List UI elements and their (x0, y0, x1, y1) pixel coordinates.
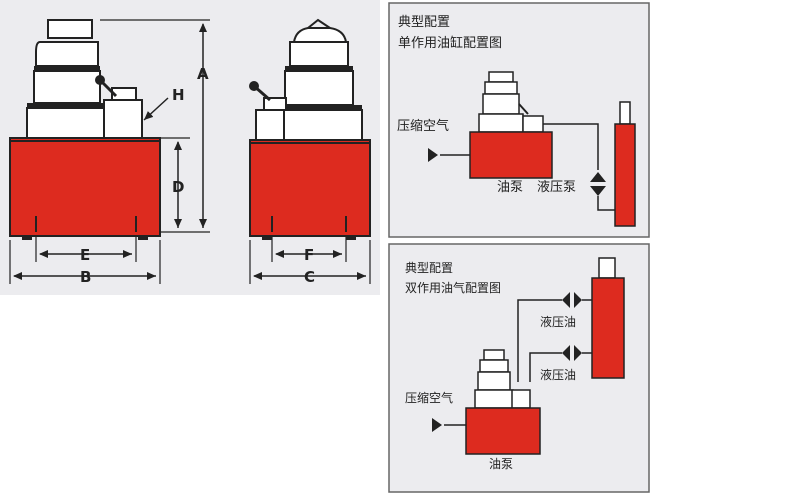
side-lower-band (282, 105, 362, 110)
single-acting-pump (469, 71, 553, 179)
double-oil-pump-label: 油泵 (489, 457, 513, 471)
double-coupler-upper-right-icon (574, 292, 582, 308)
dimension-a: A (100, 19, 210, 233)
side-air-motor (289, 41, 349, 67)
double-cylinder-body (591, 277, 625, 379)
dimension-h-leader (143, 97, 169, 121)
dimension-b: B (9, 240, 161, 286)
double-acting-title-2: 双作用油气配置图 (405, 280, 501, 295)
dimension-h: H (143, 86, 185, 121)
dimension-h-label: H (172, 86, 185, 104)
double-coupler-lower-left-icon (562, 345, 570, 361)
double-cylinder-rod (598, 257, 616, 279)
front-middle-body (33, 70, 101, 104)
front-valve-block (103, 99, 143, 139)
single-pump-lower (478, 113, 524, 133)
double-acting-panel: 典型配置 双作用油气配置图 液压油 液压油 压缩空气 油泵 (388, 243, 650, 493)
double-acting-pump (465, 349, 541, 455)
single-air-label: 压缩空气 (397, 118, 449, 134)
side-foot-right (346, 236, 356, 240)
side-reservoir (249, 139, 371, 237)
double-acting-title-1: 典型配置 (405, 261, 453, 275)
double-hydraulic-oil-label-2: 液压油 (540, 367, 576, 382)
side-top-cap (292, 27, 348, 43)
single-cylinder-rod (619, 101, 631, 125)
single-acting-title-2: 单作用油缸配置图 (398, 35, 502, 51)
double-pump-cap (483, 349, 505, 361)
side-middle-body (284, 70, 354, 106)
double-pump-reservoir (465, 407, 541, 455)
dimension-f-label: F (304, 246, 314, 264)
double-upper-hose (517, 299, 562, 382)
double-pump-motor (479, 359, 509, 373)
dimension-c-label: C (304, 268, 315, 286)
front-reservoir (9, 137, 161, 237)
single-pump-cap (488, 71, 514, 83)
dimension-drawings-panel: A D H E B (0, 0, 380, 295)
single-pump-valve (522, 115, 544, 133)
single-oil-pump-label: 油泵 (497, 180, 523, 195)
dimension-e: E (35, 236, 137, 264)
single-acting-title-1: 典型配置 (398, 15, 450, 30)
single-pump-middle (482, 93, 520, 115)
single-pump-reservoir (469, 131, 553, 179)
dimension-a-label: A (197, 65, 209, 83)
double-air-label: 压缩空气 (405, 390, 453, 405)
front-air-motor (35, 41, 99, 67)
double-pump-valve (511, 389, 531, 409)
double-pump-lower (474, 389, 514, 409)
single-hydraulic-pump-label: 液压泵 (537, 180, 576, 195)
dimension-f: F (271, 236, 347, 264)
dimension-c: C (249, 240, 371, 286)
front-lower-body (26, 107, 106, 139)
single-coupler-up-icon (590, 172, 606, 182)
side-valve-top (263, 97, 287, 111)
single-cylinder-body (614, 123, 636, 227)
side-motor-band (285, 66, 353, 71)
single-pump-motor (484, 81, 518, 95)
front-foot-left (22, 236, 32, 240)
front-view-pump (9, 19, 161, 240)
dimension-e-label: E (80, 246, 90, 264)
single-air-input-arrow-icon (428, 148, 438, 162)
front-lower-band (27, 103, 105, 108)
single-hydraulic-line-bottom (597, 196, 615, 211)
front-foot-right (138, 236, 148, 240)
double-pump-middle (477, 371, 511, 391)
side-foot-left (262, 236, 272, 240)
double-hydraulic-oil-label-1: 液压油 (540, 314, 576, 329)
front-motor-band (34, 66, 100, 71)
side-view-pump (249, 18, 371, 240)
single-acting-panel: 典型配置 单作用油缸配置图 压缩空气 油泵 液压泵 (388, 2, 650, 238)
double-lower-hose (529, 352, 562, 382)
front-lever-knob (95, 75, 105, 85)
side-lower-body (281, 109, 363, 141)
side-valve-block (255, 109, 285, 141)
dimension-d: D (160, 137, 190, 228)
side-lever-knob (249, 81, 259, 91)
single-coupler-down-icon (590, 186, 606, 196)
double-air-input-arrow-icon (432, 418, 442, 432)
dimension-b-label: B (80, 268, 91, 286)
front-top-cap (47, 19, 93, 39)
side-lifting-handle (307, 18, 331, 29)
double-coupler-lower-right-icon (574, 345, 582, 361)
single-hydraulic-line-top (543, 123, 599, 170)
single-pump-lever (518, 103, 529, 115)
dimension-d-label: D (172, 178, 184, 196)
double-coupler-upper-left-icon (562, 292, 570, 308)
